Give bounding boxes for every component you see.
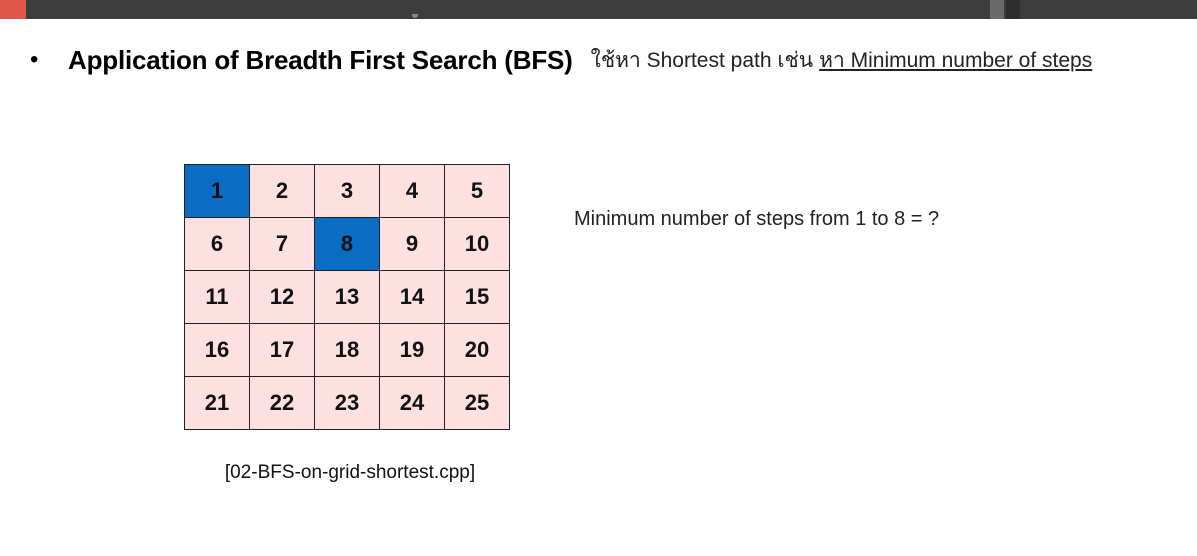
bullet-point: • <box>30 46 39 73</box>
grid-cell: 10 <box>444 217 510 271</box>
grid-cell: 5 <box>444 164 510 218</box>
slide-heading: • Application of Breadth First Search (B… <box>30 40 1092 80</box>
scrollbar-thumb[interactable] <box>990 0 1004 19</box>
grid-cell: 9 <box>379 217 445 271</box>
grid-cell: 23 <box>314 376 380 430</box>
grid-cell: 3 <box>314 164 380 218</box>
grid-cell: 25 <box>444 376 510 430</box>
grid-cell: 13 <box>314 270 380 324</box>
grid-cell: 12 <box>249 270 315 324</box>
grid-cell: 18 <box>314 323 380 377</box>
grid-cell-highlighted: 1 <box>184 164 250 218</box>
grid-cell: 11 <box>184 270 250 324</box>
window-top-bar <box>0 0 1197 19</box>
grid-cell-highlighted: 8 <box>314 217 380 271</box>
grid-cell: 15 <box>444 270 510 324</box>
grid-cell: 4 <box>379 164 445 218</box>
question-text: Minimum number of steps from 1 to 8 = ? <box>574 208 940 230</box>
grid-cell: 6 <box>184 217 250 271</box>
toolbar-divider <box>1006 0 1020 19</box>
toolbar-fragment <box>412 14 418 18</box>
grid-cell: 20 <box>444 323 510 377</box>
grid-cell: 17 <box>249 323 315 377</box>
heading-subtitle: ใช้หา Shortest path เช่น <box>590 48 814 72</box>
grid-cell: 19 <box>379 323 445 377</box>
grid-cell: 7 <box>249 217 315 271</box>
grid-cell: 16 <box>184 323 250 377</box>
file-caption: [02-BFS-on-grid-shortest.cpp] <box>224 462 476 483</box>
grid-cell: 24 <box>379 376 445 430</box>
grid-cell: 14 <box>379 270 445 324</box>
heading-title: Application of Breadth First Search (BFS… <box>68 44 573 75</box>
grid-cell: 2 <box>249 164 315 218</box>
grid-cell: 22 <box>249 376 315 430</box>
grid-cell: 21 <box>184 376 250 430</box>
heading-underlined-text: หา Minimum number of steps <box>819 48 1093 72</box>
red-tab-indicator <box>0 0 26 19</box>
